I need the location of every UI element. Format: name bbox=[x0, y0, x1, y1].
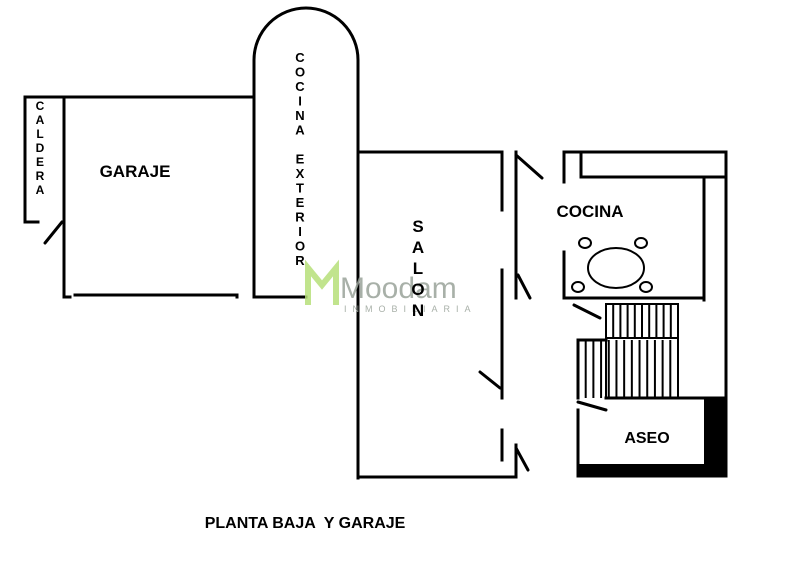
dining-table bbox=[571, 237, 653, 293]
salon-door-mid bbox=[516, 273, 532, 300]
plan-caption: PLANTA BAJA Y GARAJE bbox=[205, 515, 406, 532]
garaje-label: GARAJE bbox=[100, 162, 171, 181]
aseo-door bbox=[576, 400, 608, 412]
cocina-exterior-walls bbox=[252, 6, 360, 299]
salon-door-top bbox=[514, 153, 544, 180]
aseo-floor-band bbox=[578, 464, 726, 476]
garage-walls bbox=[23, 95, 254, 299]
watermark-brand: Moodam bbox=[340, 272, 457, 305]
watermark: Moodam INMOBILIARIA bbox=[305, 259, 477, 314]
cocina-label: COCINA bbox=[556, 202, 623, 221]
aseo-fixture bbox=[704, 398, 726, 476]
kitchen-walls bbox=[562, 150, 728, 478]
stairs bbox=[576, 303, 728, 400]
watermark-sub: INMOBILIARIA bbox=[344, 304, 477, 314]
salon-door-bottom bbox=[514, 446, 530, 472]
caldera-door bbox=[43, 220, 64, 245]
aseo-label: ASEO bbox=[624, 430, 669, 447]
kitchen-door bbox=[572, 303, 602, 320]
salon-walls bbox=[356, 148, 518, 480]
salon-door-right bbox=[478, 370, 502, 390]
